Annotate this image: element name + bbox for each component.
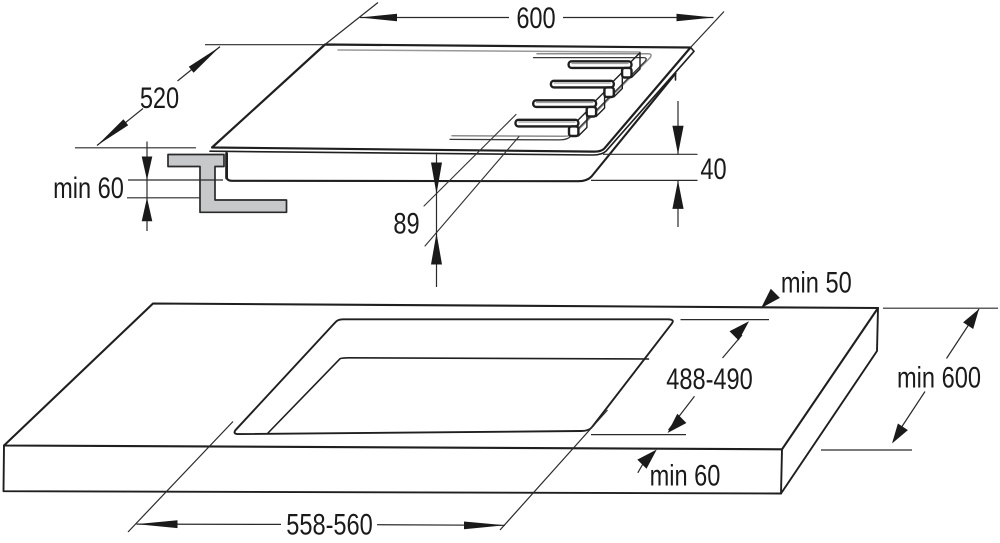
svg-text:40: 40 <box>700 152 726 185</box>
svg-text:min 60: min 60 <box>650 459 721 492</box>
svg-text:558-560: 558-560 <box>286 508 373 541</box>
svg-text:min 50: min 50 <box>781 266 852 299</box>
svg-text:520: 520 <box>140 81 179 114</box>
svg-text:min 600: min 600 <box>897 361 981 394</box>
svg-text:89: 89 <box>393 207 419 240</box>
svg-text:min 60: min 60 <box>53 171 124 204</box>
svg-text:600: 600 <box>516 2 555 35</box>
svg-text:488-490: 488-490 <box>666 362 753 395</box>
